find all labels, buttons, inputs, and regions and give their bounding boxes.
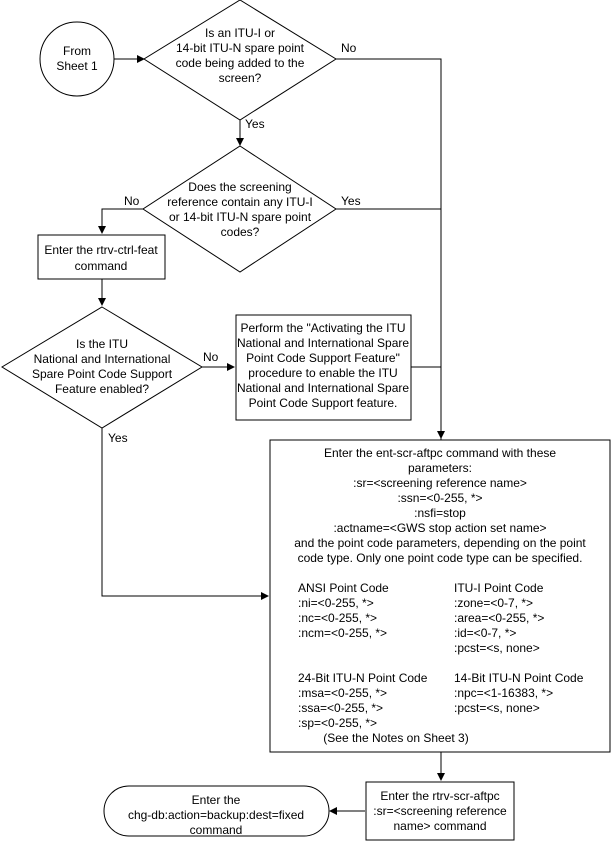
process-line: name> command — [393, 819, 486, 833]
edge-d1-no — [336, 58, 442, 440]
ent-intro-line: :nsfi=stop — [414, 506, 466, 520]
itu-i-point-code-line: :pcst=<s, none> — [454, 641, 540, 655]
itu-n14-point-code-line: :npc=<1-16383, *> — [454, 686, 553, 700]
ent-intro-line: and the point code parameters, depending… — [294, 536, 586, 550]
edge-label-d3-no: No — [203, 350, 219, 364]
itu-n24-point-code-line: 24-Bit ITU-N Point Code — [298, 671, 428, 685]
decision-screening-reference: Does the screening reference contain any… — [142, 145, 337, 273]
edge-d2-no — [98, 208, 143, 234]
edge-labels: No Yes No Yes No Yes — [108, 41, 361, 445]
end-node-line: command — [190, 823, 243, 837]
edge-d3-yes — [101, 428, 269, 600]
itu-n24-point-code-line: :ssa=<0-255, *> — [298, 701, 383, 715]
edge-label-d2-yes: Yes — [341, 194, 361, 208]
edge-label-d3-yes: Yes — [108, 431, 128, 445]
process-rtrv-ctrl-feat: Enter the rtrv-ctrl-feat command — [37, 234, 166, 280]
edge-label-d1-no: No — [341, 41, 357, 55]
itu-i-point-code-line: :zone=<0-7, *> — [454, 596, 533, 610]
decision-line: Is an ITU-I or — [205, 26, 275, 40]
decision-line: National and International — [34, 352, 171, 366]
decision-line: Is the ITU — [76, 337, 128, 351]
decision-line: screen? — [219, 71, 262, 85]
process-line: procedure to enable the ITU — [248, 366, 397, 380]
process-ent-scr-aftpc: Enter the ent-scr-aftpc command with the… — [269, 439, 611, 753]
ent-note: (See the Notes on Sheet 3) — [323, 731, 468, 745]
decision-line: 14-bit ITU-N spare point — [176, 41, 305, 55]
ansi-point-code-line: :ni=<0-255, *> — [298, 596, 374, 610]
edge-label-d2-no: No — [124, 194, 140, 208]
ent-intro-line: code type. Only one point code type can … — [298, 551, 583, 565]
process-line: :sr=<screening reference — [373, 804, 507, 818]
edge-label-d1-yes: Yes — [245, 117, 265, 131]
end-node-line: Enter the — [192, 793, 241, 807]
start-node-line: Sheet 1 — [56, 59, 98, 73]
process-line: Point Code Support feature. — [249, 396, 398, 410]
ent-intro-line: :actname=<GWS stop action set name> — [333, 521, 546, 535]
ansi-point-code-line: ANSI Point Code — [298, 581, 389, 595]
ansi-point-code-line: :nc=<0-255, *> — [298, 611, 377, 625]
itu-n24-point-code-line: :msa=<0-255, *> — [298, 686, 387, 700]
process-line: command — [75, 259, 128, 273]
process-line: National and International Spare — [237, 336, 409, 350]
end-node-line: chg-db:action=backup:dest=fixed — [128, 808, 304, 822]
ent-intro-line: Enter the ent-scr-aftpc command with the… — [324, 446, 556, 460]
ent-intro-line: :ssn=<0-255, *> — [397, 491, 482, 505]
ent-intro-line: parameters: — [408, 461, 472, 475]
decision-line: Does the screening — [188, 180, 291, 194]
connectors — [98, 55, 445, 815]
process-line: Perform the "Activating the ITU — [241, 321, 406, 335]
itu-n14-point-code-line: 14-Bit ITU-N Point Code — [454, 671, 584, 685]
start-node-line: From — [63, 44, 91, 58]
start-node: From Sheet 1 — [39, 21, 115, 97]
itu-i-point-code-line: :area=<0-255, *> — [454, 611, 544, 625]
decision-feature-enabled: Is the ITU National and International Sp… — [1, 306, 203, 429]
itu-n24-point-code-line: :sp=<0-255, *> — [298, 716, 377, 730]
process-line: National and International Spare — [237, 381, 409, 395]
decision-spare-point-code: Is an ITU-I or 14-bit ITU-N spare point … — [143, 0, 337, 121]
process-line: Enter the rtrv-ctrl-feat — [44, 243, 158, 257]
decision-line: or 14-bit ITU-N spare point — [169, 210, 312, 224]
decision-line: reference contain any ITU-I — [167, 195, 312, 209]
itu-n14-point-code-line: :pcst=<s, none> — [454, 701, 540, 715]
decision-line: Feature enabled? — [55, 382, 149, 396]
ent-intro-line: :sr=<screening reference name> — [353, 476, 527, 490]
decision-line: code being added to the — [176, 56, 305, 70]
itu-i-point-code-line: ITU-I Point Code — [454, 581, 544, 595]
decision-line: Spare Point Code Support — [32, 367, 173, 381]
ansi-point-code-line: :ncm=<0-255, *> — [298, 626, 387, 640]
end-node: Enter the chg-db:action=backup:dest=fixe… — [103, 785, 330, 837]
process-line: Enter the rtrv-scr-aftpc — [380, 789, 499, 803]
process-line: Point Code Support Feature" — [246, 351, 400, 365]
decision-line: codes? — [221, 225, 260, 239]
itu-i-point-code-line: :id=<0-7, *> — [454, 626, 516, 640]
process-rtrv-scr-aftpc: Enter the rtrv-scr-aftpc :sr=<screening … — [365, 781, 515, 841]
process-activate-feature: Perform the "Activating the ITU National… — [235, 314, 412, 421]
